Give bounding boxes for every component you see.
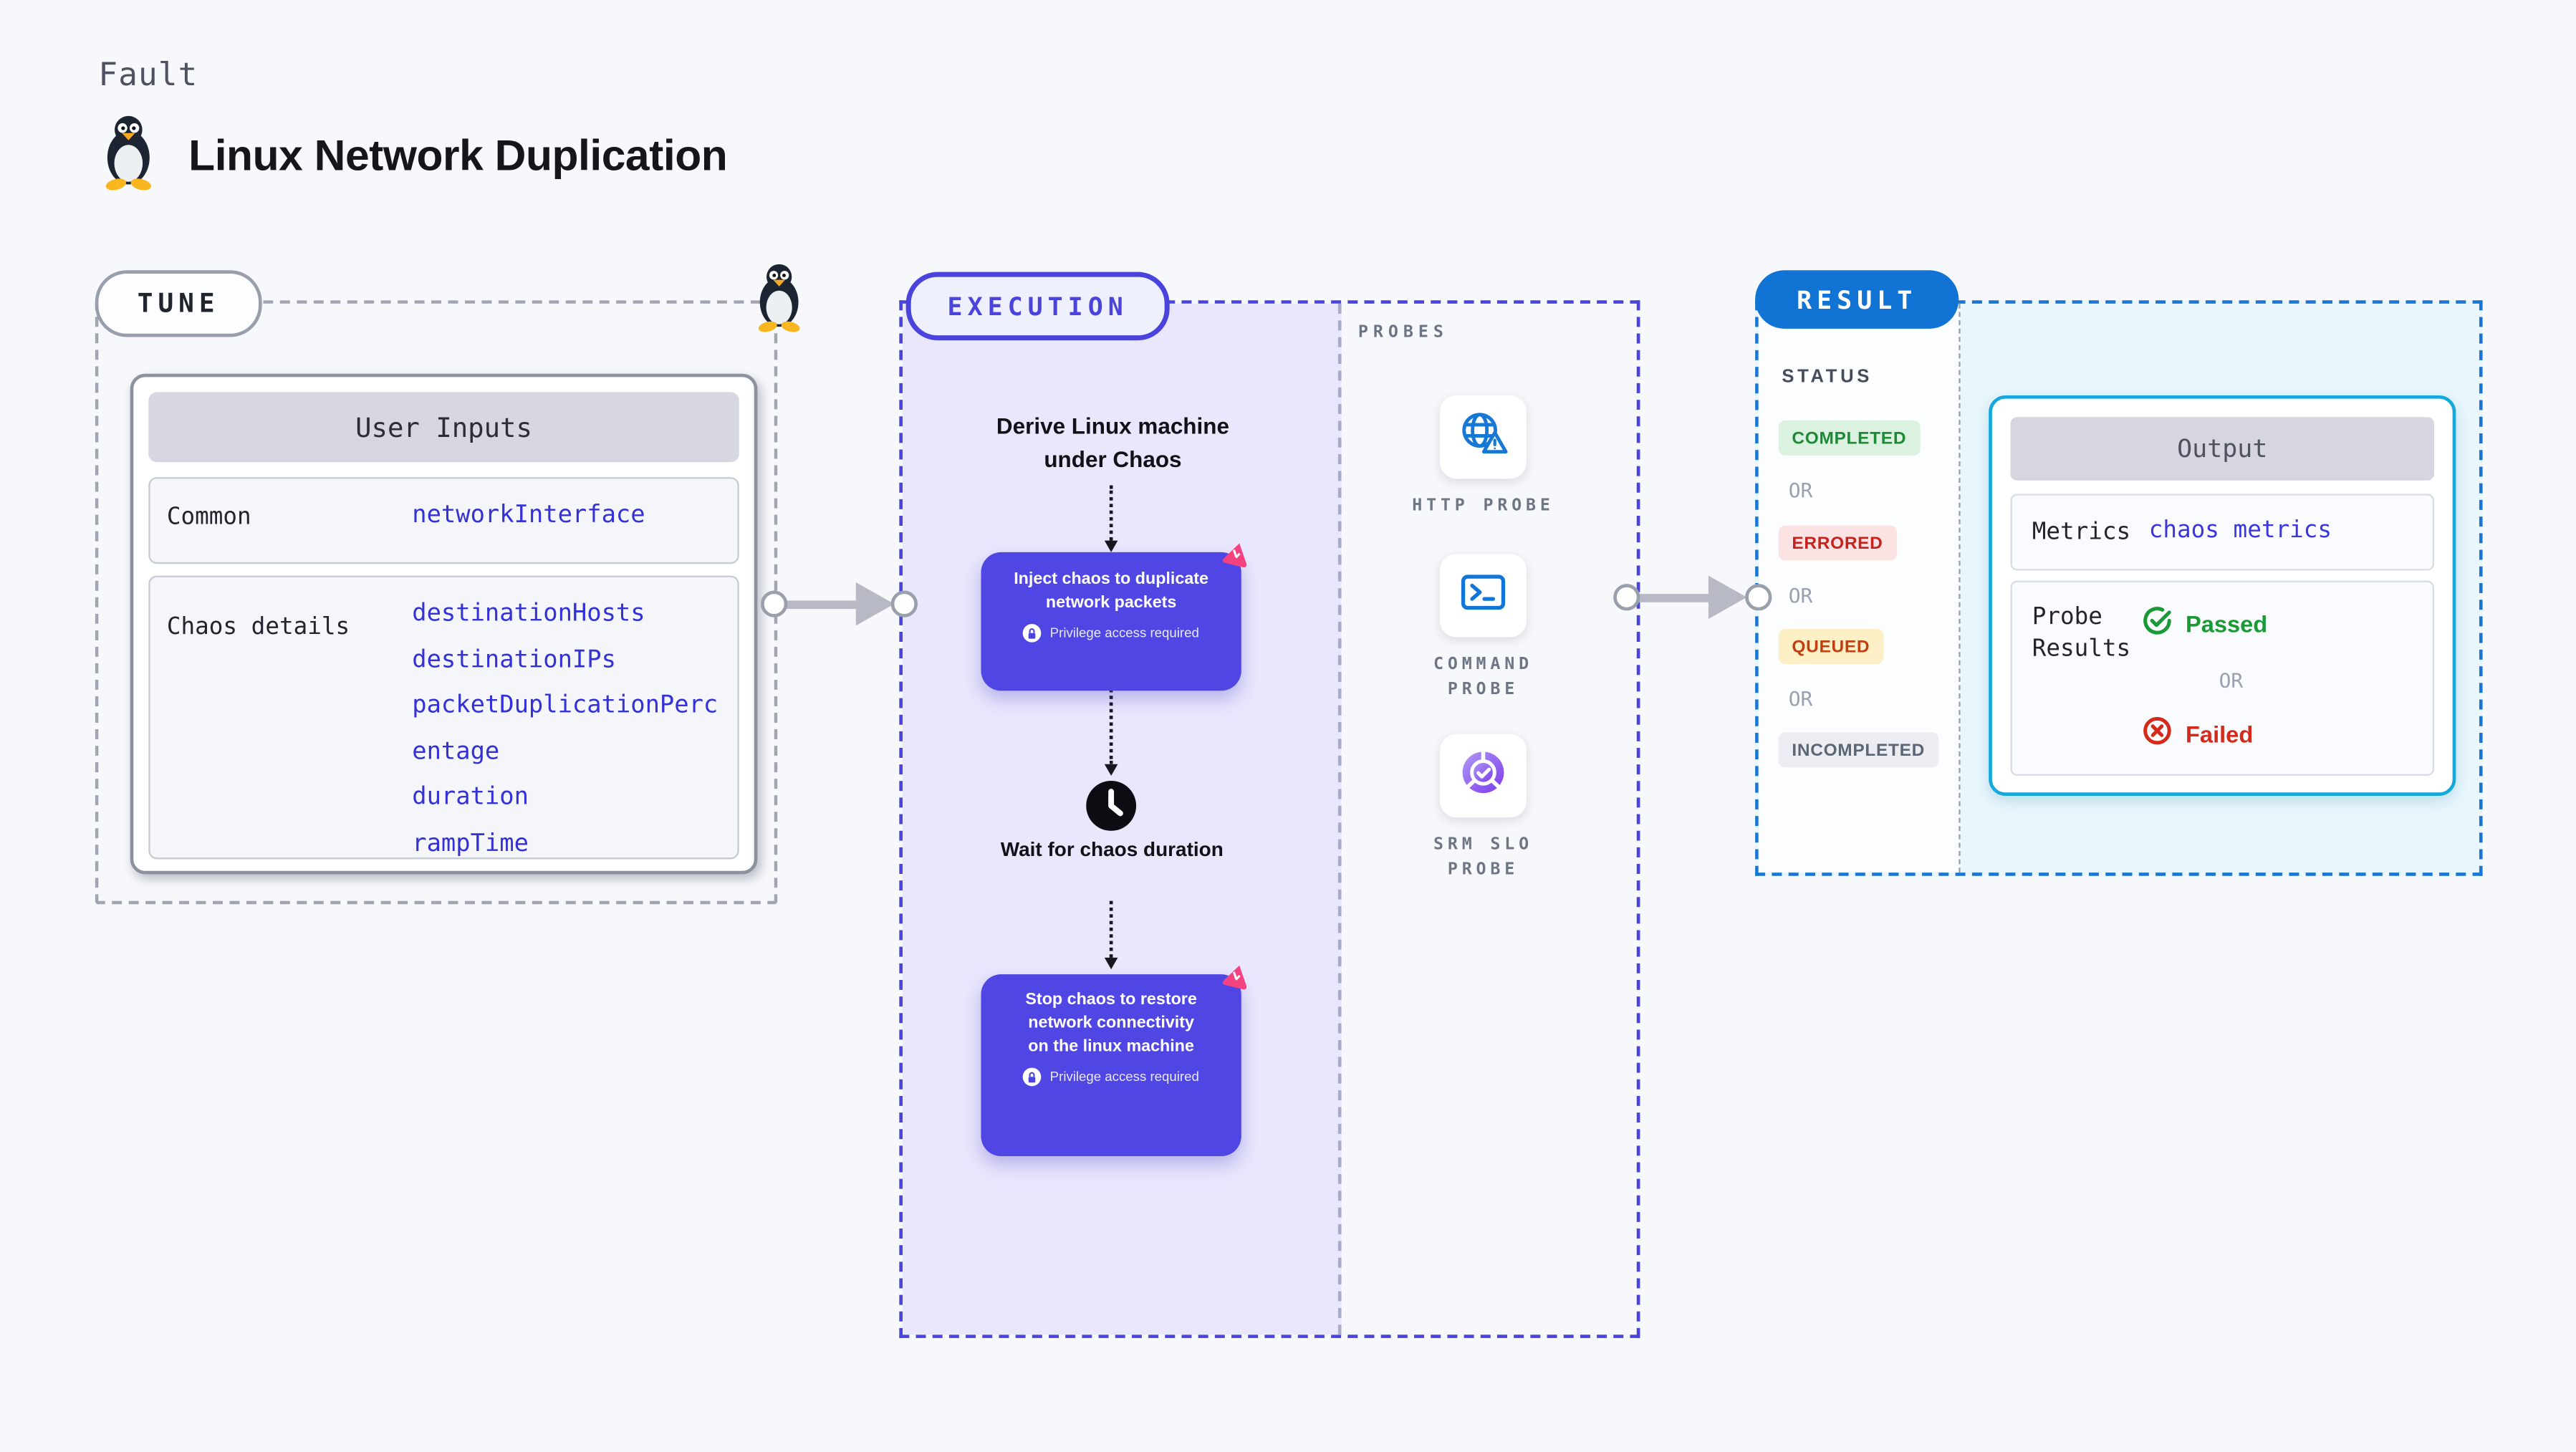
failed-result: Failed — [2142, 716, 2253, 751]
terminal-icon — [1456, 567, 1510, 625]
or-label: OR — [1788, 584, 1813, 607]
flow-connector — [1109, 485, 1113, 541]
flow-connector — [1109, 900, 1113, 958]
execution-badge: EXECUTION — [905, 271, 1170, 341]
result-badge: RESULT — [1755, 270, 1959, 329]
user-inputs-row-chaos-details: Chaos details destinationHosts destinati… — [148, 575, 739, 860]
tune-badge: TUNE — [95, 270, 262, 337]
inject-chaos-step-card: Inject chaos to duplicate network packet… — [981, 552, 1241, 691]
globe-alert-icon — [1455, 406, 1512, 468]
row-value: networkInterface — [412, 502, 645, 529]
step-text: Inject chaos to duplicate network packet… — [1014, 570, 1209, 612]
chaos-param: destinationHosts — [412, 600, 645, 628]
probes-title: PROBES — [1357, 323, 1448, 342]
check-circle-icon — [2142, 605, 2172, 640]
chaos-param: destinationIPs — [412, 646, 616, 673]
http-probe-card — [1439, 395, 1527, 479]
probe-results-row: Probe Results Passed OR F — [2010, 580, 2435, 776]
status-column — [1758, 303, 1961, 873]
status-title: STATUS — [1782, 367, 1873, 388]
privilege-badge: Privilege access required — [981, 624, 1241, 643]
tux-penguin-icon — [97, 113, 160, 198]
status-badge-queued: QUEUED — [1778, 629, 1883, 664]
passed-result: Passed — [2142, 605, 2267, 640]
arrow-down-icon — [1103, 957, 1118, 970]
connector-node — [1745, 582, 1772, 610]
probe-label: SRM SLO PROBE — [1433, 835, 1533, 879]
row-label: Chaos details — [166, 614, 350, 641]
status-badge-completed: COMPLETED — [1778, 420, 1920, 456]
privilege-badge: Privilege access required — [981, 1067, 1241, 1087]
passed-label: Passed — [2186, 610, 2268, 637]
metrics-row: Metrics chaos metrics — [2010, 494, 2435, 571]
x-circle-icon — [2142, 716, 2172, 751]
flow-connector — [1109, 683, 1113, 764]
user-inputs-card: User Inputs Common networkInterface Chao… — [130, 373, 758, 875]
page-title-row: Linux Network Duplication — [97, 113, 728, 198]
connector-node — [890, 590, 918, 617]
arrow-down-icon — [1103, 540, 1118, 552]
connector-node — [761, 590, 788, 617]
wait-step-label: Wait for chaos duration — [1000, 837, 1224, 861]
chaos-param: duration — [412, 784, 529, 811]
or-label: OR — [1788, 687, 1813, 711]
connector-node — [1613, 582, 1640, 610]
stop-chaos-step-card: Stop chaos to restore network connectivi… — [981, 974, 1241, 1157]
output-card: Output Metrics chaos metrics Probe Resul… — [1989, 395, 2456, 796]
slo-gauge-icon — [1455, 744, 1512, 809]
output-title: Output — [2010, 417, 2435, 481]
or-label: OR — [1788, 479, 1813, 503]
user-inputs-row-common: Common networkInterface — [148, 477, 739, 564]
failed-label: Failed — [2186, 719, 2254, 747]
probe-label: HTTP PROBE — [1412, 497, 1554, 516]
metrics-value: chaos metrics — [2148, 516, 2332, 544]
srm-slo-probe-card — [1439, 734, 1527, 818]
page-title: Linux Network Duplication — [188, 130, 728, 181]
derive-step-label: Derive Linux machine under Chaos — [996, 413, 1229, 473]
clock-icon — [1086, 780, 1137, 831]
chaos-param: rampTime — [412, 830, 529, 857]
lock-icon — [1023, 624, 1042, 643]
lock-icon — [1023, 1067, 1042, 1087]
step-text: Stop chaos to restore network connectivi… — [1025, 991, 1197, 1057]
chaos-pinwheel-icon — [1221, 541, 1250, 569]
fault-eyebrow: Fault — [98, 57, 198, 94]
user-inputs-title: User Inputs — [148, 392, 739, 463]
row-values: destinationHosts destinationIPs packetDu… — [412, 592, 731, 867]
privilege-text: Privilege access required — [1049, 625, 1199, 641]
metrics-label: Metrics — [2032, 519, 2131, 546]
privilege-text: Privilege access required — [1049, 1069, 1199, 1085]
chaos-param: packetDuplicationPercentage — [412, 692, 719, 765]
status-badge-incompleted: INCOMPLETED — [1778, 732, 1938, 768]
arrow-down-icon — [1103, 764, 1118, 776]
or-label: OR — [2219, 668, 2244, 693]
probe-results-label: Probe Results — [2032, 604, 2131, 663]
probe-label: COMMAND PROBE — [1433, 655, 1533, 698]
row-label: Common — [166, 504, 251, 531]
command-probe-card — [1439, 554, 1527, 638]
chaos-pinwheel-icon — [1221, 963, 1250, 991]
status-badge-errored: ERRORED — [1778, 525, 1897, 561]
tux-penguin-icon — [751, 262, 807, 340]
